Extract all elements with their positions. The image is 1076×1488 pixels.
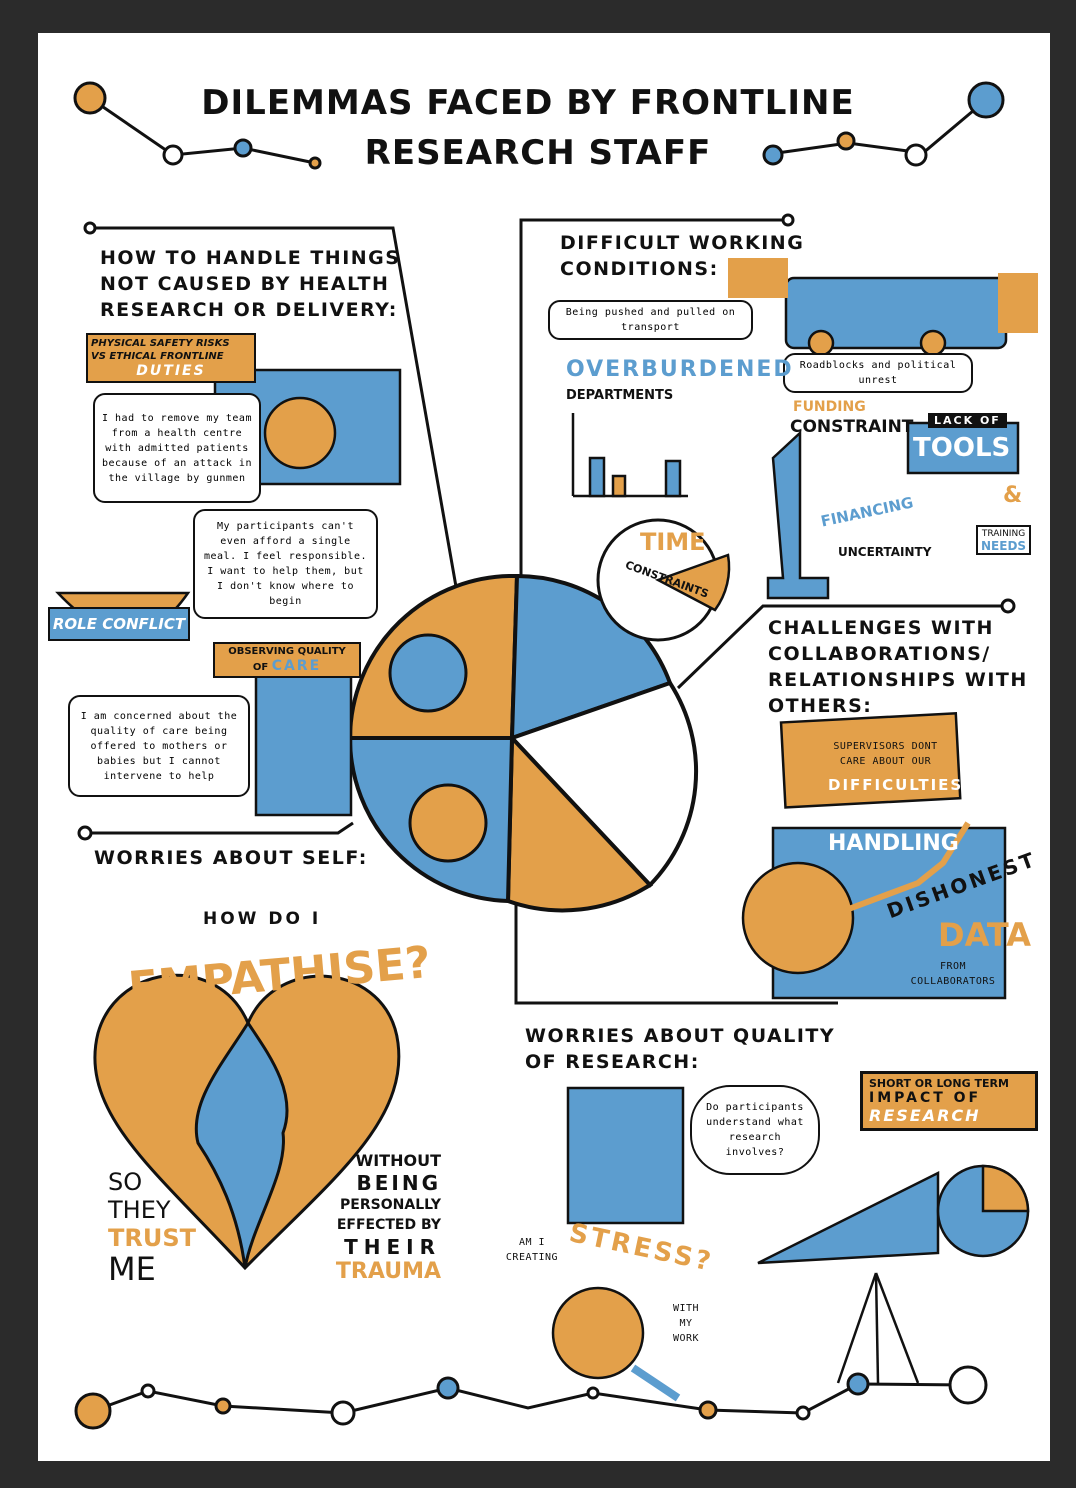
banner-line: Physical safety risks bbox=[91, 338, 230, 349]
text-line: without bbox=[355, 1151, 441, 1170]
text-line: their bbox=[344, 1235, 441, 1259]
heading-line: collaborations/ bbox=[768, 643, 991, 665]
heading-line: not caused by health bbox=[100, 273, 390, 295]
heart-illustration bbox=[93, 973, 401, 1271]
text-line: creating bbox=[505, 1252, 559, 1263]
heading-line: of research: bbox=[525, 1051, 700, 1073]
text-line: trauma bbox=[335, 1259, 441, 1284]
heading-line: Challenges with bbox=[768, 617, 994, 639]
infographic-poster: Dilemmas faced by frontline research sta… bbox=[38, 33, 1050, 1461]
ampersand: & bbox=[1003, 483, 1023, 508]
departments-label: Departments bbox=[566, 388, 674, 403]
data-label: Data bbox=[938, 916, 1031, 954]
banner-line: vs ethical frontline bbox=[91, 351, 224, 362]
handling-label: Handling bbox=[828, 831, 959, 856]
time-label: Time bbox=[640, 528, 706, 556]
self-heading: Worries about self: bbox=[94, 847, 368, 869]
funding-label: Funding bbox=[793, 399, 866, 415]
poster-title-line1: Dilemmas faced by frontline bbox=[201, 83, 855, 123]
heading-line: conditions: bbox=[560, 258, 719, 280]
needs-label: Needs bbox=[981, 539, 1027, 553]
role-conflict-label: Role conflict bbox=[48, 607, 190, 641]
banner-line: Research bbox=[869, 1106, 981, 1125]
text-line: Am I bbox=[518, 1237, 546, 1248]
text-line: work bbox=[672, 1333, 700, 1344]
with-my-work: with my work bbox=[666, 1301, 706, 1346]
quote-meal-bubble: My participants can't even afford a sing… bbox=[193, 509, 378, 619]
text-line: trust bbox=[108, 1224, 196, 1252]
am-i-creating: Am I creating bbox=[502, 1235, 562, 1265]
text-line: So bbox=[108, 1168, 143, 1196]
quote-care-bubble: I am concerned about the quality of care… bbox=[68, 695, 250, 797]
training-needs-box: Training Needs bbox=[976, 525, 1032, 555]
text-line: me bbox=[108, 1250, 156, 1288]
lack-of-label: Lack of bbox=[928, 413, 1007, 428]
right-illustrations bbox=[551, 258, 1038, 1402]
banner-line: duties bbox=[136, 363, 206, 379]
constraint-label: Constraint bbox=[790, 417, 914, 437]
illustration-layer bbox=[55, 81, 1038, 1430]
difficulties-label: difficulties bbox=[828, 776, 964, 794]
care-banner: Observing quality of care bbox=[213, 642, 361, 678]
roadblocks-bubble: Roadblocks and political unrest bbox=[783, 353, 973, 393]
text-line: my bbox=[679, 1318, 693, 1329]
collaborations-heading: Challenges with collaborations/ relation… bbox=[768, 615, 1028, 719]
participants-thought-bubble: Do participants understand what research… bbox=[690, 1085, 820, 1175]
uncertainty-label: uncertainty bbox=[838, 545, 932, 559]
how-do-i-label: How do I bbox=[203, 909, 322, 929]
overburdened-label: Overburdened bbox=[566, 357, 794, 382]
quote-gunmen-bubble: I had to remove my team from a health ce… bbox=[93, 393, 261, 503]
heading-line: Difficult working bbox=[560, 232, 805, 254]
training-label: Training bbox=[981, 529, 1026, 539]
text-line: they bbox=[108, 1196, 171, 1224]
banner-line: Short or long term bbox=[869, 1077, 1009, 1090]
banner-line: Impact of bbox=[869, 1090, 982, 1106]
transport-bubble: Being pushed and pulled on transport bbox=[548, 300, 753, 340]
impact-banner: Short or long term Impact of Research bbox=[860, 1071, 1038, 1131]
without-being-text: without being personally effected by the… bbox=[316, 1151, 441, 1285]
section-connector-lines bbox=[77, 213, 1016, 1005]
banner-line: Observing quality bbox=[228, 646, 346, 657]
handle-things-heading: How to handle things not caused by healt… bbox=[100, 245, 400, 323]
title-decorations bbox=[73, 81, 1005, 170]
text-line: effected by bbox=[336, 1217, 441, 1233]
banner-line: of bbox=[252, 662, 269, 673]
heading-line: research or delivery: bbox=[100, 299, 398, 321]
poster-title-line2: research staff bbox=[364, 133, 712, 173]
so-they-trust-me: So they trust me bbox=[108, 1168, 196, 1286]
working-conditions-heading: Difficult working conditions: bbox=[560, 230, 804, 282]
tools-label: Tools bbox=[913, 433, 1011, 463]
heading-line: Worries about quality bbox=[525, 1025, 836, 1047]
text-line: being bbox=[356, 1171, 441, 1195]
text-line: personally bbox=[340, 1197, 441, 1213]
from-collaborators-label: from collaborators bbox=[910, 961, 996, 987]
text-line: with bbox=[672, 1303, 700, 1314]
heading-line: relationships with bbox=[768, 669, 1028, 691]
bottom-decorations bbox=[74, 1365, 988, 1430]
heading-line: others: bbox=[768, 695, 873, 717]
banner-line: care bbox=[271, 658, 322, 674]
heading-line: How to handle things bbox=[100, 247, 401, 269]
safety-risks-banner: Physical safety risks vs ethical frontli… bbox=[86, 333, 256, 383]
quality-heading: Worries about quality of research: bbox=[525, 1023, 835, 1075]
